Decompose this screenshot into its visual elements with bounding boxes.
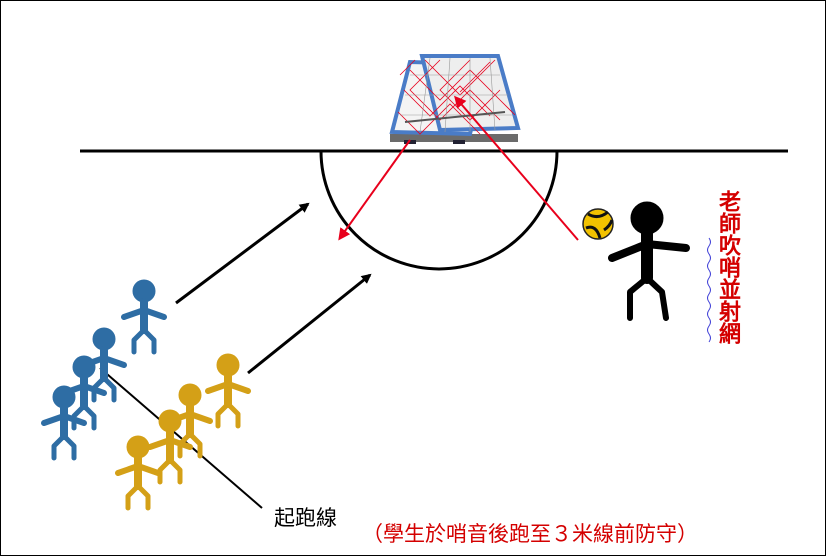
student-figure-icon <box>208 354 248 426</box>
run-arrow-blue <box>175 202 310 305</box>
blue-team <box>44 280 164 458</box>
student-figure-icon <box>124 280 164 352</box>
three-meter-arc <box>319 150 559 271</box>
red-arrow-incoming <box>454 95 579 241</box>
start-line <box>99 367 263 509</box>
student-figure-icon <box>44 386 84 458</box>
start-line-label: 起跑線 <box>274 506 337 530</box>
teacher-figure-icon <box>608 201 690 321</box>
red-arrow-rebound <box>338 139 411 241</box>
ball-icon <box>582 208 614 240</box>
run-arrow-gold <box>247 273 372 375</box>
gold-team <box>118 354 248 508</box>
drill-caption: （學生於哨音後跑至３米線前防守） <box>362 522 698 546</box>
goal-net-icon <box>389 54 521 144</box>
teacher-instruction-text: 老師吹哨並射網 <box>715 190 741 344</box>
text-wavy-mark <box>707 237 711 343</box>
